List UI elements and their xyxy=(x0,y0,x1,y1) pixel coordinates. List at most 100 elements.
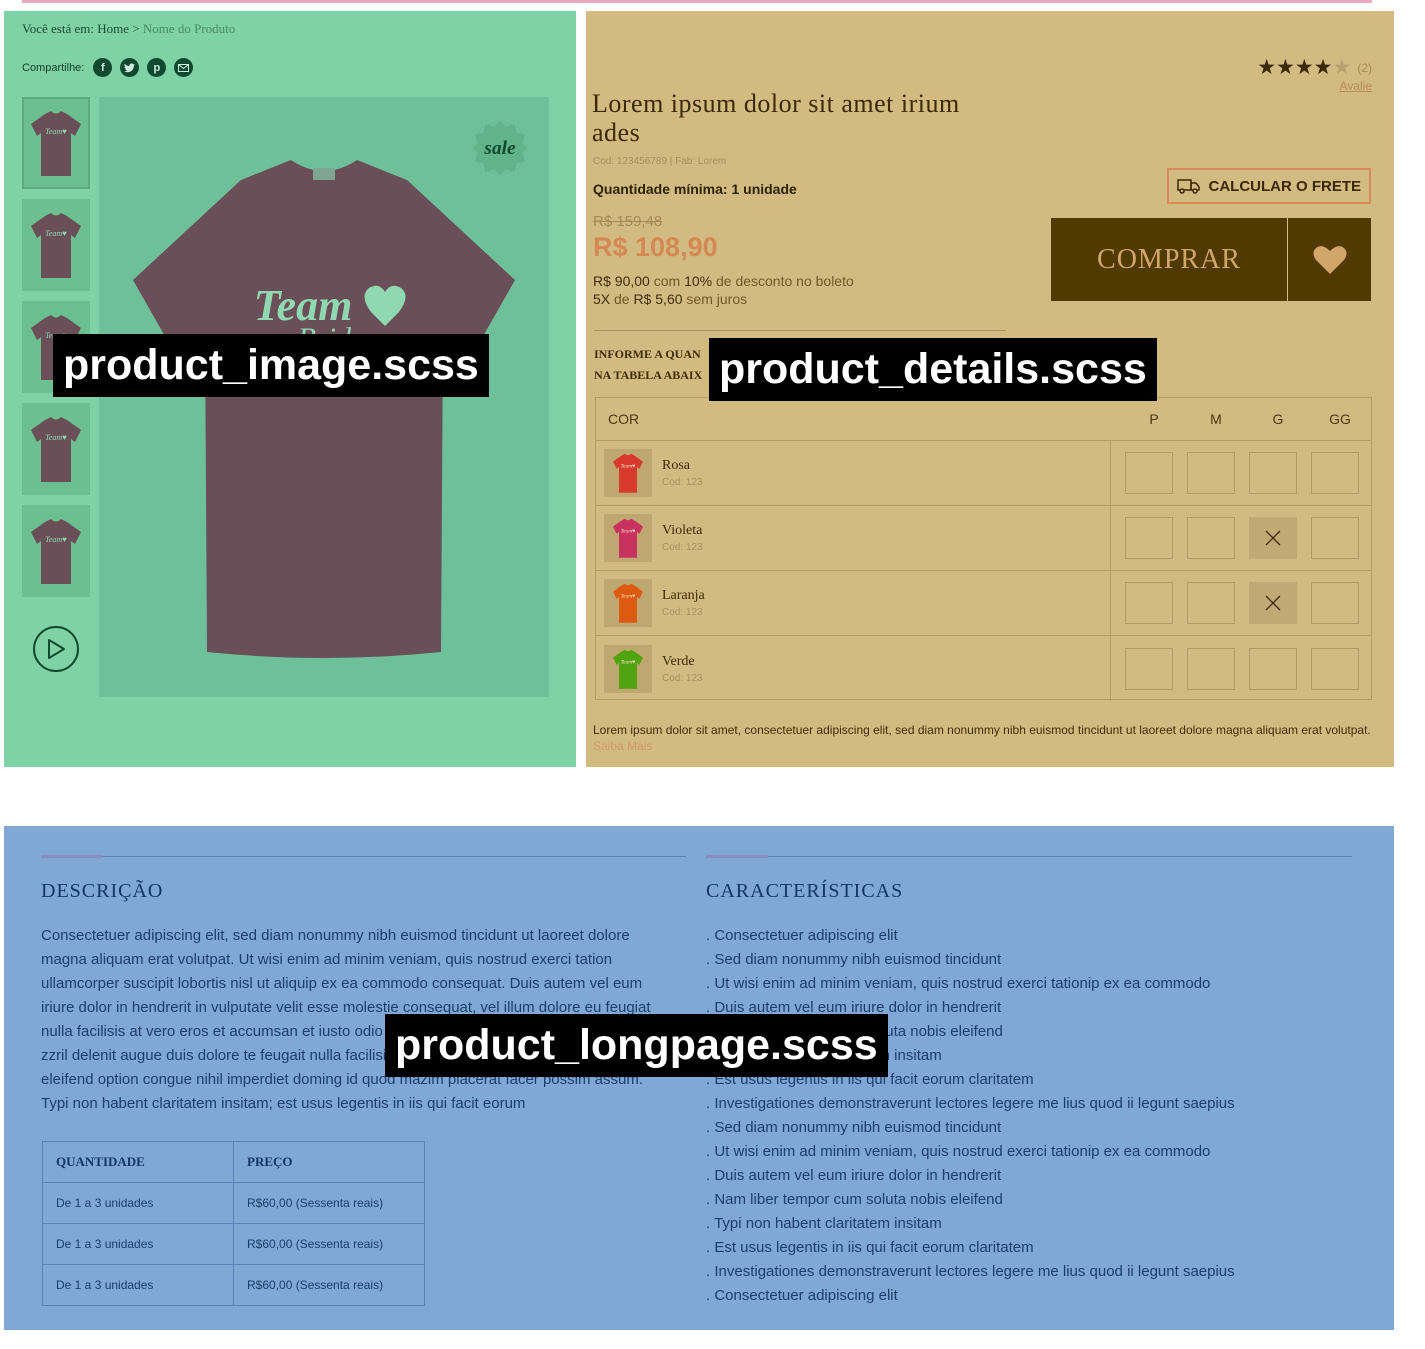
boleto-pct: 10% xyxy=(684,273,713,289)
rating-stars: ★ ★ ★ ★ ★ (2) xyxy=(1257,55,1372,80)
installments: 5X de R$ 5,60 sem juros xyxy=(593,290,854,308)
favorite-button[interactable] xyxy=(1288,218,1371,301)
review-link[interactable]: Avalie xyxy=(1339,79,1372,93)
size-quantity-input[interactable] xyxy=(1125,582,1173,624)
star-icon: ★ xyxy=(1294,56,1314,79)
svg-text:Team: Team xyxy=(254,281,353,330)
list-item: Ut wisi enim ad minim veniam, quis nostr… xyxy=(706,1140,1235,1164)
quantity-cell: De 1 a 3 unidades xyxy=(42,1264,234,1306)
size-quantity-input[interactable] xyxy=(1311,517,1359,559)
share-label: Compartilhe: xyxy=(22,61,85,74)
thumbnail-2[interactable]: Team♥ xyxy=(22,199,90,291)
close-icon xyxy=(1265,595,1281,611)
grid-size-header: M xyxy=(1210,411,1222,427)
play-icon xyxy=(48,639,65,659)
grid-size-header: P xyxy=(1149,411,1159,427)
grid-color-header: COR xyxy=(608,411,640,427)
thumbnail-4[interactable]: Team♥ xyxy=(22,403,90,495)
grid-size-header: GG xyxy=(1329,411,1351,427)
size-quantity-input[interactable] xyxy=(1125,647,1173,690)
image-file-label: product_image.scss xyxy=(53,334,489,397)
size-quantity-input[interactable] xyxy=(1311,647,1359,690)
size-quantity-input[interactable] xyxy=(1187,647,1235,690)
description-text: Consectetuer adipiscing elit, sed diam n… xyxy=(41,927,651,1112)
size-quantity-input[interactable] xyxy=(1187,452,1235,494)
size-quantity-input[interactable] xyxy=(1311,582,1359,624)
longpage-file-label: product_longpage.scss xyxy=(385,1014,888,1077)
svg-text:Team♥: Team♥ xyxy=(621,529,636,535)
size-inputs xyxy=(1111,571,1359,635)
main-product-image[interactable]: Team Bride sale xyxy=(99,97,549,697)
product-longpage-section: DESCRIÇÃO Consectetuer adipiscing elit, … xyxy=(4,826,1394,1330)
tshirt-thumb-icon: Team♥ xyxy=(31,519,81,584)
list-item: Sed diam nonummy nibh euismod tincidunt xyxy=(706,948,1235,972)
breadcrumb-separator: > xyxy=(132,21,140,36)
features-rule-accent xyxy=(706,855,768,858)
table-row: De 1 a 3 unidades R$60,00 (Sessenta reai… xyxy=(42,1182,425,1224)
size-quantity-input[interactable] xyxy=(1187,582,1235,624)
quantity-cell: De 1 a 3 unidades xyxy=(42,1223,234,1265)
features-title: CARACTERÍSTICAS xyxy=(706,880,904,902)
close-icon xyxy=(1265,530,1281,546)
calculate-shipping-button[interactable]: CALCULAR O FRETE xyxy=(1166,168,1371,204)
video-play-button[interactable] xyxy=(33,626,79,672)
email-icon[interactable] xyxy=(174,58,194,77)
size-unavailable-box xyxy=(1249,582,1297,624)
installment-value: R$ 5,60 xyxy=(633,291,683,307)
boleto-value: R$ 90,00 xyxy=(593,273,650,289)
installment-rest: sem juros xyxy=(686,291,748,307)
list-item: Sed diam nonummy nibh euismod tincidunt xyxy=(706,1116,1235,1140)
list-item: Consectetuer adipiscing elit xyxy=(706,1284,1235,1308)
svg-text:Team♥: Team♥ xyxy=(621,594,636,600)
tshirt-swatch-icon: Team♥ xyxy=(613,649,643,689)
tshirt-swatch-icon: Team♥ xyxy=(613,518,643,558)
short-description: Lorem ipsum dolor sit amet, consectetuer… xyxy=(593,722,1383,754)
svg-text:sale: sale xyxy=(483,138,516,159)
divider xyxy=(594,330,1006,331)
price-table: QUANTIDADE PREÇO De 1 a 3 unidades R$60,… xyxy=(42,1141,425,1306)
size-quantity-input[interactable] xyxy=(1249,452,1297,494)
read-more-link[interactable]: Saiba Mais xyxy=(593,739,653,753)
size-quantity-input[interactable] xyxy=(1125,517,1173,559)
size-quantity-input[interactable] xyxy=(1311,452,1359,494)
size-inputs xyxy=(1111,636,1359,701)
twitter-icon[interactable] xyxy=(120,58,140,77)
list-item: Investigationes demonstraverunt lectores… xyxy=(706,1260,1234,1284)
thumbnail-list: Team♥ Team♥ Team♥ Team♥ Team♥ xyxy=(22,97,90,607)
size-quantity-input[interactable] xyxy=(1249,647,1297,690)
price-cell: R$60,00 (Sessenta reais) xyxy=(233,1223,425,1265)
pinterest-icon[interactable]: p xyxy=(147,58,167,77)
price-cell: R$60,00 (Sessenta reais) xyxy=(233,1182,425,1224)
breadcrumb: Você está em: Home > Nome do Produto xyxy=(22,21,235,37)
share-bar: Compartilhe: f p xyxy=(22,58,194,77)
list-item: Consectetuer adipiscing elit xyxy=(706,924,1235,948)
color-name: Rosa xyxy=(662,458,690,473)
installment-count: 5X xyxy=(593,291,611,307)
description-rule xyxy=(41,856,686,857)
buy-button[interactable]: COMPRAR xyxy=(1051,218,1287,301)
tshirt-thumb-icon: Team♥ xyxy=(31,213,81,278)
features-rule xyxy=(706,856,1352,857)
size-quantity-input[interactable] xyxy=(1125,452,1173,494)
thumbnail-1[interactable]: Team♥ xyxy=(22,97,90,189)
facebook-icon[interactable]: f xyxy=(93,58,113,77)
thumbnail-5[interactable]: Team♥ xyxy=(22,505,90,597)
color-swatch: Team♥ xyxy=(604,449,652,497)
grid-instructions: INFORME A QUAN NA TABELA ABAIX xyxy=(594,344,702,386)
shipping-button-label: CALCULAR O FRETE xyxy=(1208,177,1362,195)
description-rule-accent xyxy=(41,855,103,858)
details-file-label: product_details.scss xyxy=(709,338,1157,401)
breadcrumb-home-link[interactable]: Home xyxy=(97,21,129,36)
svg-text:Team♥: Team♥ xyxy=(45,229,67,238)
size-quantity-input[interactable] xyxy=(1187,517,1235,559)
list-item: Ut wisi enim ad minim veniam, quis nostr… xyxy=(706,972,1235,996)
breadcrumb-prefix: Você está em: xyxy=(22,21,94,36)
price-header: PREÇO xyxy=(233,1141,425,1183)
short-description-text: Lorem ipsum dolor sit amet, consectetuer… xyxy=(593,723,1371,737)
